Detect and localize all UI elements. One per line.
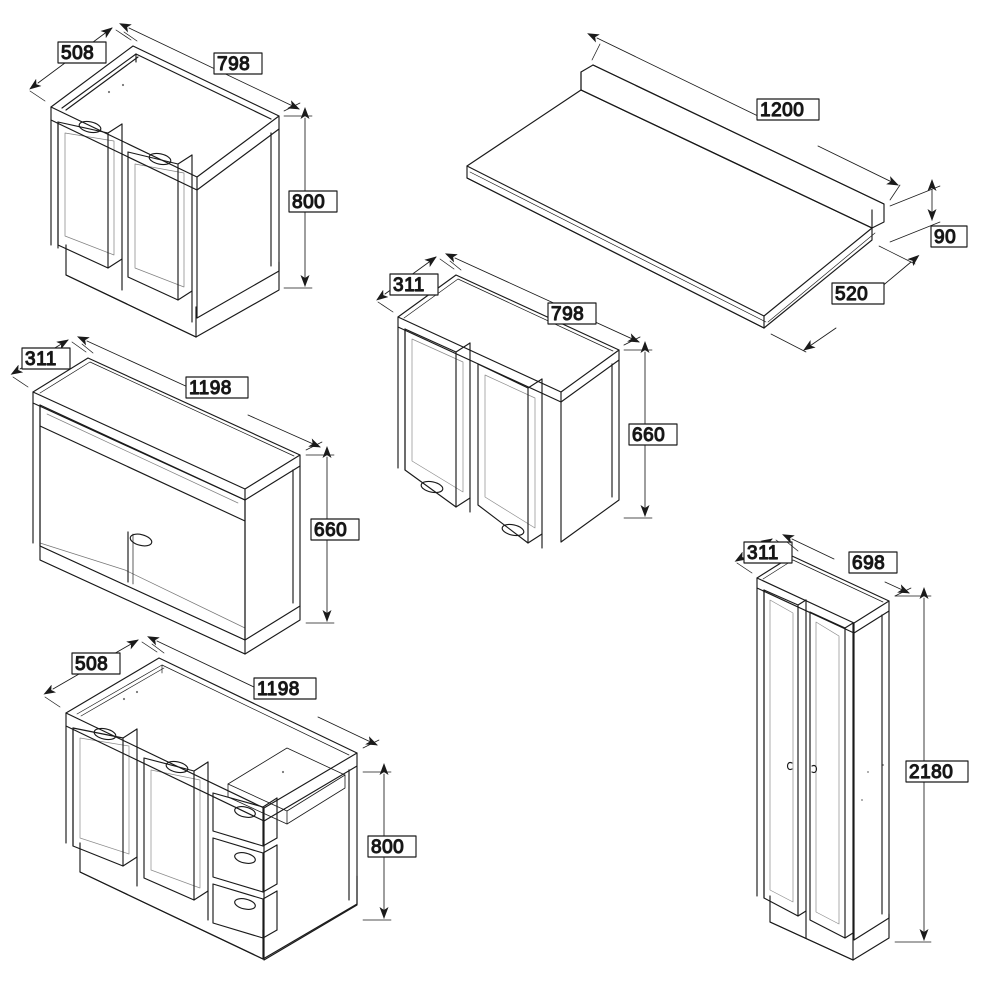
left-side-panel [32, 402, 41, 547]
dim-label: 1200 [760, 100, 804, 121]
dim-depth-508b: 508 [43, 639, 158, 708]
dim-depth-520: 520 [770, 245, 920, 353]
dim-depth-508: 508 [29, 27, 132, 102]
dim-label: 90 [934, 227, 956, 248]
upper-panel [39, 404, 246, 522]
worktop-slab [466, 89, 876, 329]
right-side-panel [263, 765, 358, 961]
right-side-panel [196, 128, 280, 319]
door-handle-icon [786, 761, 793, 771]
door-handle-icon [78, 120, 102, 134]
dim-label: 311 [25, 349, 57, 370]
drawer-1 [212, 792, 278, 847]
dim-label: 508 [75, 654, 108, 675]
dim-depth-311: 311 [376, 256, 455, 313]
door-right [809, 611, 854, 939]
door-left [57, 120, 123, 269]
door-handle-icon [420, 480, 444, 494]
dim-label: 798 [217, 54, 250, 75]
left-side-panel [397, 326, 406, 471]
dim-depth-311c: 311 [734, 538, 793, 574]
left-side-panel [50, 119, 59, 249]
drawer-handle-icon [234, 852, 256, 864]
drawer-handle-icon [234, 898, 256, 910]
door-handle-icon [93, 727, 117, 741]
dim-height-800b: 800 [362, 763, 417, 921]
dim-label: 660 [632, 425, 665, 446]
left-side-panel [756, 587, 765, 899]
plinth [79, 842, 358, 960]
door-right [477, 363, 543, 544]
door-left [763, 589, 807, 917]
bottom-band [39, 545, 301, 655]
dim-depth-311b: 311 [10, 339, 87, 388]
open-shelf [39, 425, 246, 641]
right-side-panel [560, 359, 620, 543]
dim-label: 698 [852, 553, 885, 574]
left-side-panel [65, 725, 74, 847]
dim-label: 1198 [189, 378, 232, 399]
door-right [143, 757, 209, 901]
dim-label: 800 [371, 837, 404, 858]
dim-label: 798 [551, 304, 584, 325]
drawer-2 [212, 837, 278, 893]
item-base-cabinet-800: 508 798 800 [29, 23, 338, 338]
dim-height-660: 660 [623, 341, 678, 519]
item-wall-unit-1198: 311 1198 660 [10, 336, 360, 655]
dim-label: 520 [835, 284, 868, 305]
dim-backsplash-90: 90 [889, 179, 968, 249]
item-wall-cabinet-798: 311 798 660 [376, 253, 678, 549]
backsplash [580, 64, 885, 229]
item-base-cabinet-1198: 508 1198 800 [43, 636, 417, 961]
dim-label: 508 [61, 43, 94, 64]
door-handle-icon [811, 764, 818, 774]
door-left [404, 328, 471, 508]
door-handle-icon [501, 523, 525, 537]
dim-width-798: 798 [119, 23, 301, 112]
dim-label: 800 [292, 192, 325, 213]
dim-width-698: 698 [782, 534, 912, 597]
plinth [65, 244, 280, 338]
right-side-panel [853, 610, 890, 941]
shelf-handle-icon [129, 533, 153, 547]
drawer-handle-icon [234, 806, 256, 818]
dim-label: 1198 [257, 679, 300, 700]
door-left [72, 727, 138, 867]
door-handle-icon [165, 760, 189, 774]
drawer-3 [212, 883, 278, 939]
dim-width-798b: 798 [444, 253, 641, 346]
dim-label: 311 [393, 275, 425, 296]
top-face [32, 357, 301, 501]
dim-width-1198: 1198 [76, 336, 323, 451]
door-handle-icon [148, 152, 172, 166]
door-right [127, 151, 193, 301]
plinth [769, 895, 890, 961]
dim-label: 660 [314, 520, 347, 541]
dim-width-1198b: 1198 [147, 636, 380, 749]
dim-label: 311 [747, 543, 779, 564]
item-countertop-1200: 1200 90 520 [466, 33, 968, 353]
right-side-panel [244, 465, 301, 641]
dim-length-1200: 1200 [587, 33, 901, 201]
dim-label: 2180 [909, 762, 953, 783]
dim-height-2180: 2180 [894, 587, 969, 943]
item-tall-unit-2180: 311 698 2180 [734, 534, 969, 961]
dim-height-800: 800 [283, 107, 338, 289]
dim-height-660b: 660 [305, 446, 360, 624]
